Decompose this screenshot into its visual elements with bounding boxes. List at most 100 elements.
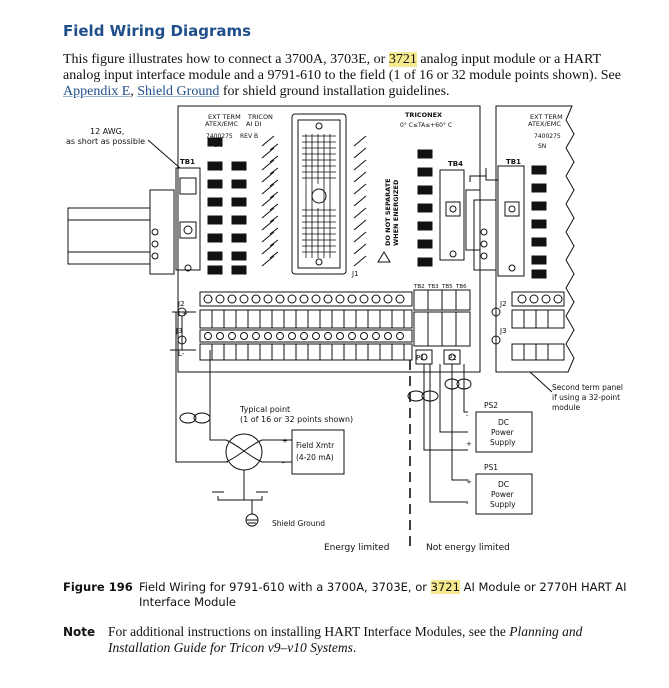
ps2-minus-label: -	[466, 412, 469, 420]
right-panel-sn: SN	[538, 143, 546, 150]
figure-caption-text: Field Wiring for 9791-610 with a 3700A, …	[139, 580, 629, 610]
figure-label: Figure 196	[63, 580, 133, 594]
power-terminal-blocks	[413, 289, 471, 365]
shield-ground-label: Shield Ground	[272, 519, 325, 528]
tb2-label: TB2	[413, 284, 425, 290]
caption-highlight: 3721	[430, 580, 460, 594]
note-label: Note	[63, 625, 96, 639]
middle-resistor-column	[417, 149, 433, 267]
ps2-plus-label: +	[466, 440, 472, 448]
xmtr-label-2: (4-20 mA)	[296, 453, 334, 462]
intro-paragraph: This figure illustrates how to connect a…	[63, 52, 633, 100]
terminal-strip-middle	[199, 329, 413, 343]
ps1-power-label: Power	[491, 490, 515, 499]
j1-connector	[291, 113, 347, 275]
field-cable-bundle	[67, 207, 151, 265]
l-minus-label: L-	[178, 350, 185, 358]
tb1-right-terminal-block	[497, 165, 525, 277]
left-diode-array	[261, 135, 279, 267]
ps1-minus-label: -	[466, 500, 469, 508]
intro-sep: ,	[130, 84, 138, 99]
ps1-dc-power-supply	[475, 473, 533, 515]
right-term-panel-board	[495, 105, 575, 373]
note-text: For additional instructions on installin…	[108, 624, 628, 656]
warning-line-1: DO NOT SEPARATE	[384, 178, 392, 246]
ps1-supply-label: Supply	[490, 500, 516, 509]
appendix-e-link[interactable]: Appendix E	[63, 84, 131, 99]
warning-line-2: WHEN ENERGIZED	[392, 179, 400, 246]
tb3-label: TB3	[427, 284, 439, 290]
right-panel-part-no: 7400275	[534, 133, 561, 140]
left-term-panel-board	[177, 105, 481, 373]
second-panel-label-3: module	[552, 403, 580, 412]
section-heading: Field Wiring Diagrams	[63, 22, 252, 40]
middle-panel-temp: 0° C≤TA≤+60° C	[400, 122, 452, 129]
left-resistor-column	[207, 137, 247, 275]
note-guide-title: Planning and Installation Guide for Tric…	[108, 624, 583, 655]
j2-label: J2	[177, 300, 185, 308]
second-panel-label-1: Second term panel	[552, 383, 623, 392]
xmtr-label-1: Field Xmtr	[296, 441, 335, 450]
typical-point-label-2: (1 of 16 or 32 points shown)	[240, 415, 353, 424]
xmtr-plus-label: +	[282, 437, 288, 445]
right-panel-title-1: EXT TERM	[530, 113, 563, 121]
tb4-terminal-block	[439, 169, 465, 261]
ps1-dc-label: DC	[498, 480, 509, 489]
field-transmitter-box	[291, 429, 345, 475]
caption-text-2: AI Module or 2770H HART AI Interface Mod…	[139, 580, 627, 609]
j3-label: J3	[175, 327, 183, 335]
shield-ground-link[interactable]: Shield Ground	[137, 84, 220, 99]
intro-text-2: analog input module or a HART analog inp…	[63, 52, 621, 83]
warning-triangle-icon	[377, 251, 391, 263]
energy-limited-label: Energy limited	[324, 543, 389, 553]
awg-label-2: as short as possible	[66, 137, 145, 146]
intro-highlight: 3721	[388, 52, 417, 67]
second-panel-label-2: if using a 32-point	[552, 393, 620, 402]
note-text-2: .	[352, 640, 357, 655]
xmtr-minus-label: -	[282, 459, 285, 467]
left-panel-title-1: EXT TERM	[208, 113, 241, 121]
tb5-label: TB5	[441, 284, 453, 290]
shielded-cable	[225, 433, 263, 471]
ps1-plus-label: +	[466, 478, 472, 486]
not-energy-limited-label: Not energy limited	[426, 543, 510, 553]
terminal-strip-j2	[199, 309, 413, 329]
intro-text-3: for shield ground installation guideline…	[219, 84, 450, 99]
right-diode-array	[353, 135, 367, 267]
j2-right-label: J2	[499, 300, 507, 308]
j1-label: J1	[351, 270, 359, 278]
p2-label: P2	[448, 354, 457, 362]
left-panel-part-no: 7400275	[206, 133, 233, 140]
tb1-right-label: TB1	[506, 158, 521, 166]
tb1-label: TB1	[180, 158, 195, 166]
left-panel-rev: REV B	[240, 133, 258, 140]
middle-panel-brand: TRICONEX	[405, 111, 442, 119]
ps2-power-label: Power	[491, 428, 515, 437]
terminal-strip-top	[199, 291, 413, 307]
tb4-label: TB4	[448, 160, 463, 168]
tb1-terminal-block	[149, 189, 175, 275]
left-panel-brand-1: TRICON	[247, 113, 273, 121]
j3-right-label: J3	[499, 327, 507, 335]
note-text-1: For additional instructions on installin…	[108, 624, 510, 639]
caption-text-1: Field Wiring for 9791-610 with a 3700A, …	[139, 580, 431, 594]
tb6-label: TB6	[455, 284, 467, 290]
typical-point-label-1: Typical point	[239, 405, 290, 414]
l-plus-label: L+	[178, 310, 188, 318]
ps2-label: PS2	[484, 401, 498, 410]
ps2-supply-label: Supply	[490, 438, 516, 447]
left-panel-brand-2: AI DI	[246, 120, 261, 128]
terminal-strip-j3	[199, 343, 413, 361]
left-panel-title-2: ATEX/EMC	[205, 120, 238, 128]
p1-label: P1	[416, 354, 425, 362]
ps2-dc-power-supply	[475, 411, 533, 453]
right-panel-title-2: ATEX/EMC	[528, 120, 561, 128]
right-terminal-strip	[491, 291, 565, 361]
right-resistor-column	[531, 165, 547, 279]
ps1-label: PS1	[484, 463, 498, 472]
ps2-dc-label: DC	[498, 418, 509, 427]
intro-text-1: This figure illustrates how to connect a…	[63, 52, 389, 67]
awg-label-1: 12 AWG,	[90, 127, 124, 136]
